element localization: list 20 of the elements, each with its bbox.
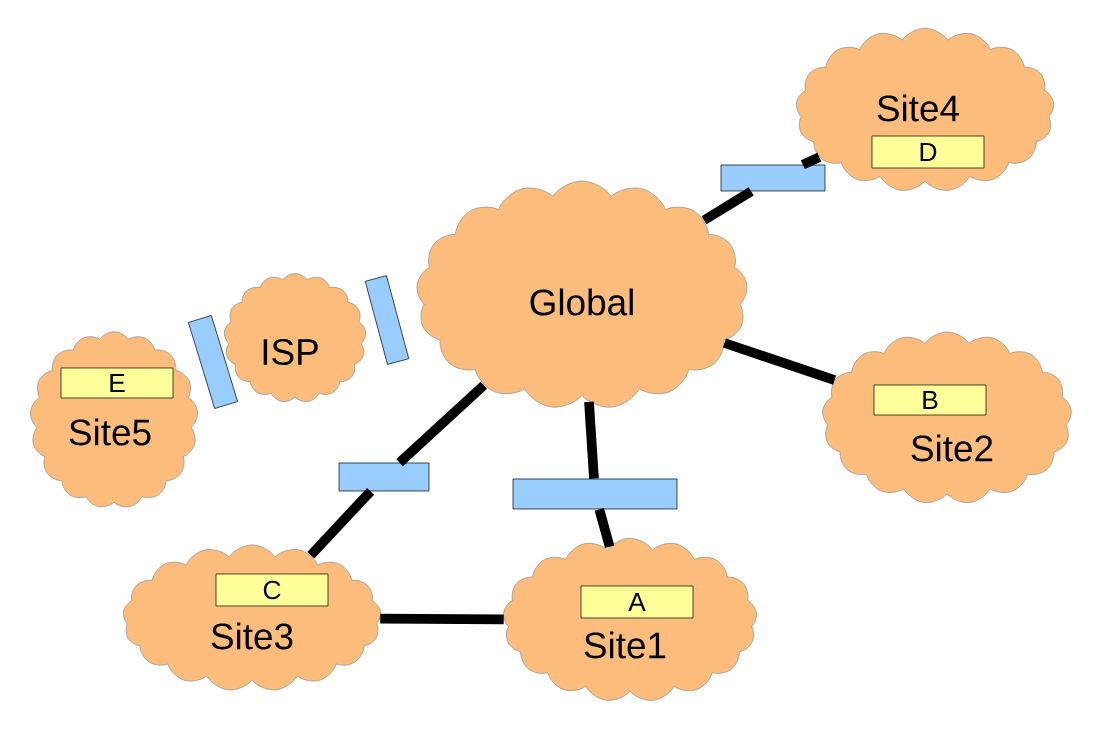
link-line bbox=[380, 613, 504, 625]
link-bar bbox=[512, 478, 678, 510]
link-bar bbox=[720, 164, 826, 192]
label-box: A bbox=[580, 585, 694, 619]
label-box: B bbox=[873, 384, 987, 416]
link-line bbox=[701, 187, 754, 225]
link-line bbox=[594, 508, 615, 549]
label-box: D bbox=[871, 135, 985, 169]
link-line bbox=[722, 338, 837, 385]
link-line bbox=[307, 488, 375, 559]
link-bar bbox=[338, 462, 430, 492]
link-line bbox=[800, 152, 822, 170]
cloud: ISP bbox=[223, 273, 367, 402]
link-bar bbox=[364, 275, 410, 365]
cloud: Global bbox=[416, 180, 748, 408]
link-line bbox=[584, 401, 599, 479]
link-bar bbox=[188, 315, 238, 409]
label-box: E bbox=[60, 367, 174, 399]
label-box: C bbox=[215, 573, 329, 607]
link-line bbox=[396, 381, 488, 467]
